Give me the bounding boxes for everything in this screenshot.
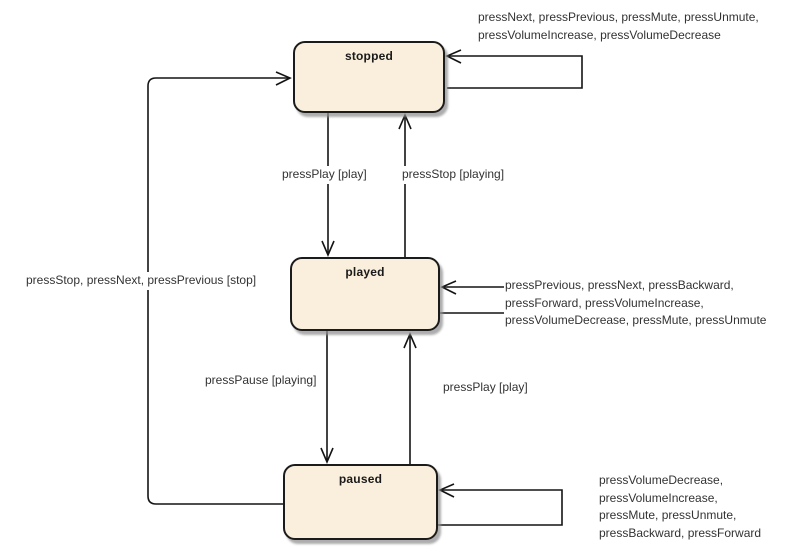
state-label-paused: paused	[338, 472, 383, 486]
state-node-played: played	[290, 257, 440, 331]
state-node-stopped: stopped	[293, 41, 445, 113]
arrowhead-up-into-played	[403, 331, 417, 349]
edge-played-to-stopped	[398, 112, 412, 257]
edge-paused-self-loop	[438, 483, 563, 526]
transition-label-paused-to-stopped: pressStop, pressNext, pressPrevious [sto…	[25, 272, 258, 290]
edge-stopped-self-loop	[445, 49, 583, 89]
transition-label-press-play-2: pressPlay [play]	[442, 379, 529, 397]
transition-label-played-self: pressPrevious, pressNext, pressBackward,…	[504, 277, 768, 330]
edge-paused-to-played	[403, 331, 417, 464]
arrowhead-up-into-stopped	[398, 112, 412, 130]
transition-label-press-stop: pressStop [playing]	[401, 166, 506, 184]
arrowhead-into-paused-right	[438, 483, 455, 498]
edge-paused-to-stopped-left-loop	[147, 71, 292, 505]
arrowhead-down-into-played	[321, 240, 335, 258]
state-label-stopped: stopped	[344, 49, 394, 63]
arrowhead-into-played-right	[440, 280, 457, 295]
arrowhead-into-stopped-right	[445, 49, 462, 64]
transition-label-press-play: pressPlay [play]	[281, 166, 368, 184]
arrowhead-right-into-stopped	[275, 71, 292, 86]
edge-stopped-to-played	[321, 113, 335, 258]
arrowhead-down-into-paused	[320, 447, 334, 465]
transition-label-press-pause: pressPause [playing]	[204, 372, 318, 390]
transition-label-paused-self: pressVolumeDecrease, pressVolumeIncrease…	[598, 472, 763, 542]
edge-played-to-paused	[320, 331, 334, 465]
transition-label-stopped-self: pressNext, pressPrevious, pressMute, pre…	[477, 9, 760, 44]
state-label-played: played	[345, 265, 385, 279]
state-node-paused: paused	[283, 464, 438, 540]
